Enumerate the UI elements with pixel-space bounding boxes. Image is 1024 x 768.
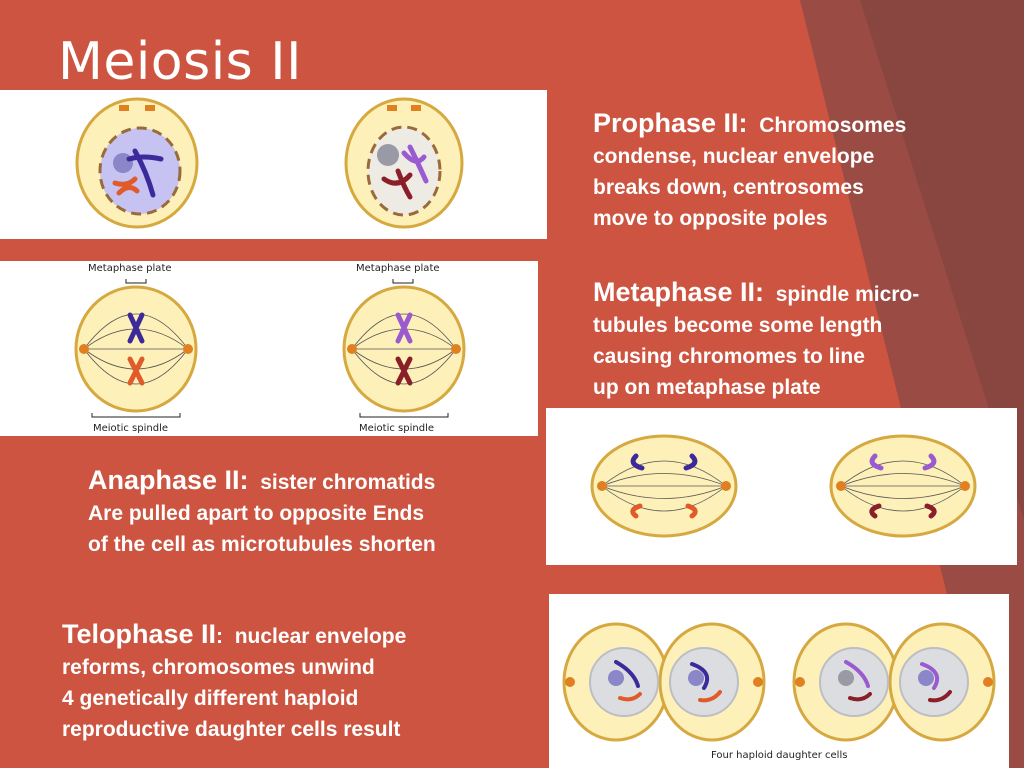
prophase-cell-right [344, 97, 464, 229]
centrosome-icon [451, 344, 461, 354]
centrosome-icon [983, 677, 993, 687]
bracket-icon [359, 413, 449, 418]
centrosome-icon [565, 677, 575, 687]
telophase-line: reforms, chromosomes unwind [62, 656, 375, 679]
metaphase-line: causing chromomes to line [593, 345, 865, 368]
metaphase-cell-left [74, 285, 198, 413]
centrosome-icon [183, 344, 193, 354]
anaphase-lead: sister chromatids [260, 471, 436, 494]
centrosome-icon [347, 344, 357, 354]
anaphase-line: Are pulled apart to opposite Ends [88, 502, 425, 525]
centrosome-icon [753, 677, 763, 687]
centrosome-icon [597, 481, 607, 491]
prophase-panel [0, 90, 547, 239]
metaphase-line: up on metaphase plate [593, 376, 821, 399]
metaphase-lead: spindle micro- [775, 283, 920, 306]
centrosome-icon [721, 481, 731, 491]
prophase-cell-left [75, 97, 199, 229]
prophase-heading: Prophase II: [593, 108, 748, 138]
anaphase-panel [546, 408, 1017, 565]
slide-title: Meiosis II [58, 32, 302, 92]
anaphase-line: of the cell as microtubules shorten [88, 533, 436, 556]
telophase-lead: nuclear envelope [234, 625, 407, 648]
centrosome-icon [79, 344, 89, 354]
telophase-line: 4 genetically different haploid [62, 687, 359, 710]
centrosome-icon [387, 105, 397, 111]
anaphase-text: Anaphase II: sister chromatids Are pulle… [88, 465, 436, 560]
centrosome-icon [795, 677, 805, 687]
centrosome-icon [145, 105, 155, 111]
centrosome-icon [836, 481, 846, 491]
telophase-cells-left [562, 622, 766, 742]
telophase-cells-right [792, 622, 996, 742]
anaphase-heading: Anaphase II: [88, 465, 249, 495]
metaphase-plate-label-right: Metaphase plate [356, 263, 440, 274]
prophase-line: condense, nuclear envelope [593, 145, 875, 168]
bracket-icon [392, 279, 414, 284]
prophase-diagram [75, 97, 464, 229]
anaphase-cell-left [590, 434, 738, 538]
prophase-lead: Chromosomes [759, 114, 907, 137]
telophase-panel: Four haploid daughter cells [549, 594, 1009, 768]
telophase-heading: Telophase II [62, 619, 217, 649]
meiotic-spindle-label-right: Meiotic spindle [359, 423, 434, 434]
metaphase-diagram: Metaphase plate Metaphase plate [74, 263, 466, 434]
anaphase-diagram [590, 434, 977, 538]
metaphase-heading: Metaphase II: [593, 277, 765, 307]
centrosome-icon [411, 105, 421, 111]
metaphase-cell-right [342, 285, 466, 413]
telophase-line: reproductive daughter cells result [62, 718, 401, 741]
metaphase-plate-label-left: Metaphase plate [88, 263, 172, 274]
metaphase-panel: Metaphase plate Metaphase plate [0, 261, 538, 436]
prophase-line: move to opposite poles [593, 207, 828, 230]
prophase-line: breaks down, centrosomes [593, 176, 864, 199]
telophase-colon: : [216, 625, 224, 648]
bracket-icon [125, 279, 147, 284]
centrosome-icon [119, 105, 129, 111]
metaphase-line: tubules become some length [593, 314, 883, 337]
metaphase-text: Metaphase II: spindle micro- tubules bec… [593, 277, 919, 403]
meiotic-spindle-label-left: Meiotic spindle [93, 423, 168, 434]
telophase-diagram: Four haploid daughter cells [562, 622, 996, 761]
bracket-icon [91, 413, 181, 418]
centrosome-icon [960, 481, 970, 491]
prophase-text: Prophase II: Chromosomes condense, nucle… [593, 108, 906, 234]
daughter-cells-label: Four haploid daughter cells [711, 750, 847, 761]
telophase-text: Telophase II: nuclear envelope reforms, … [62, 619, 406, 745]
anaphase-cell-right [829, 434, 977, 538]
